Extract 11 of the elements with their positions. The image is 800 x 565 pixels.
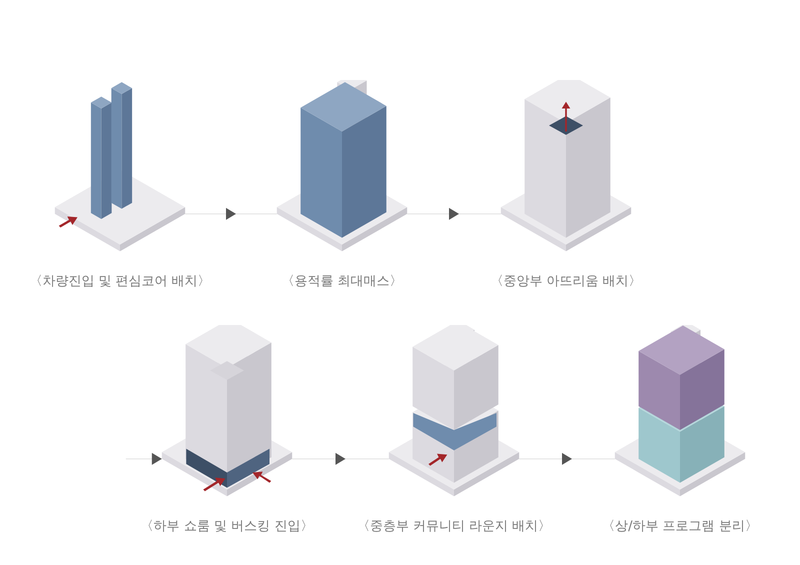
step-label: 〈중앙부 아뜨리움 배치〉 [489, 273, 643, 290]
step-label: 〈상/하부 프로그램 분리〉 [601, 518, 759, 535]
arrow [406, 208, 502, 220]
arrow [126, 452, 162, 465]
arrow [292, 452, 390, 465]
step-label: 〈하부 쇼룸 및 버스킹 진입〉 [140, 518, 314, 535]
arrow [518, 452, 616, 465]
step-label: 〈용적률 최대매스〉 [280, 273, 404, 290]
arrow [184, 208, 278, 220]
step-label: 〈중층부 커뮤니티 라운지 배치〉 [356, 518, 552, 535]
step-label: 〈차량진입 및 편심코어 배치〉 [28, 273, 212, 290]
